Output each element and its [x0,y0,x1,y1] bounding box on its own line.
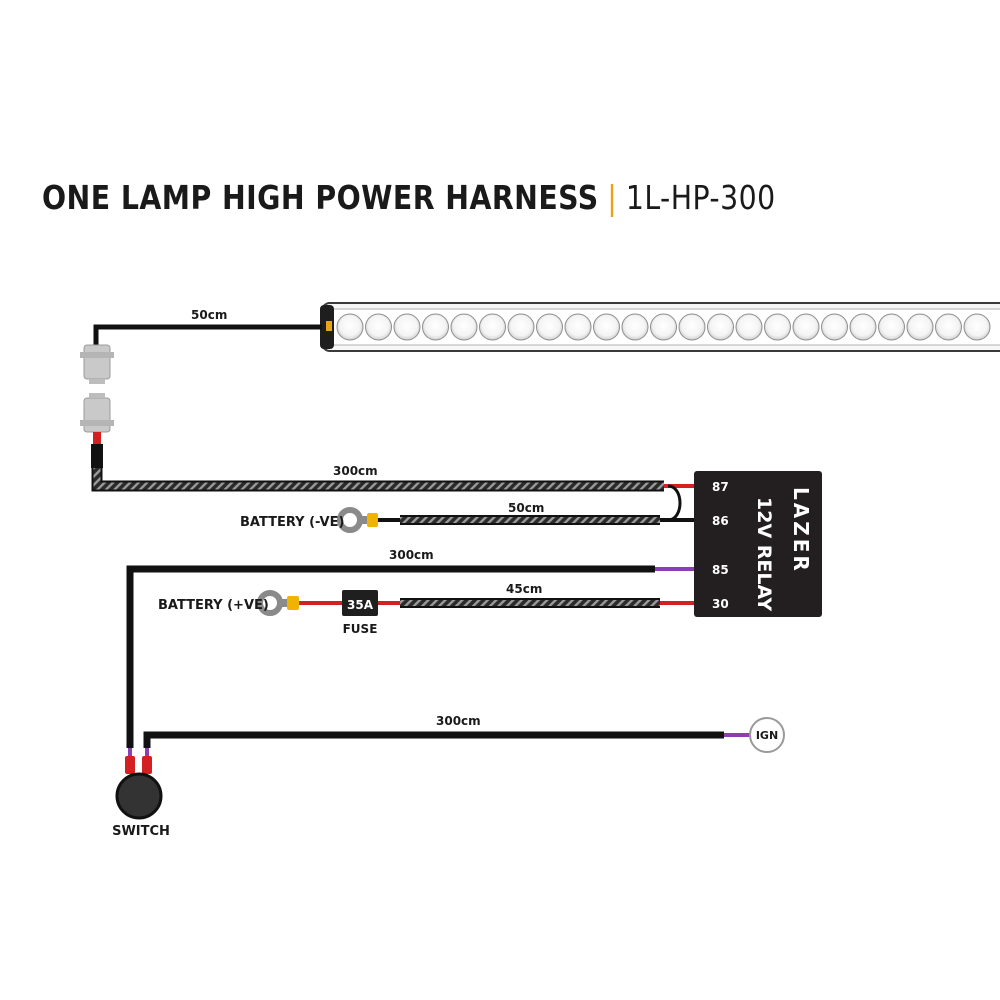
deutsch-connector [80,344,114,433]
switch-icon [115,748,163,820]
ignition-wire [143,731,724,748]
led-lens [878,313,905,341]
light-bar-icon [320,302,1000,352]
ring-terminal-icon [257,590,299,616]
fuse-icon [342,590,378,616]
ignition-terminal [749,717,785,753]
led-lens [707,313,734,341]
ignition-length: 300cm [436,714,481,728]
led-lens [365,313,392,341]
ground-jumper-wire [667,484,682,522]
led-lens [422,313,449,341]
title-main: ONE LAMP HIGH POWER HARNESS [42,178,599,217]
switch-label: SWITCH [112,824,170,839]
relay-pin-30: 30 [712,597,729,611]
led-lens [935,313,962,341]
led-lens [507,313,535,341]
battery-pos-label: BATTERY (+VE) [158,598,269,613]
lamp-lead-wire [93,324,322,345]
led-lens [393,313,421,341]
led-lens [963,313,991,341]
light-bar-leds [336,313,991,341]
led-lens [764,313,791,341]
relay-pin-85: 85 [712,563,729,577]
led-lens [336,313,364,341]
battery-pos-length: 45cm [506,582,542,596]
relay-pin-87: 87 [712,480,729,494]
battery-neg-label: BATTERY (-VE) [240,515,344,530]
led-lens [450,313,478,341]
connector-red-wire [93,432,101,444]
led-lens [479,313,506,341]
relay-pin-86: 86 [712,514,729,528]
led-lens [678,313,706,341]
led-lens [621,313,649,341]
led-lens [906,313,934,341]
led-lens [650,313,677,341]
relay-brand-logo: LAZER [789,487,813,574]
led-lens [792,313,820,341]
page-title: ONE LAMP HIGH POWER HARNESS|1L-HP-300 [42,178,776,217]
relay-85-length: 300cm [389,548,434,562]
relay-label: 12V RELAY [753,497,775,611]
led-lens [593,313,620,341]
title-code: 1L-HP-300 [625,178,776,217]
title-separator: | [607,178,618,217]
lamp-lead-length: 50cm [191,308,227,322]
relay-87-sleeve [93,468,664,490]
relay-87-length: 300cm [333,464,378,478]
battery-neg-length: 50cm [508,501,544,515]
ring-terminal-icon [337,507,378,533]
led-lens [735,313,763,341]
led-lens [564,313,592,341]
relay-85-wire [126,565,655,748]
led-lens [821,313,848,341]
heat-shrink [91,444,103,468]
ignition-label: IGN [756,729,778,742]
led-lens [536,313,563,341]
led-lens [849,313,877,341]
relay-icon: 87 86 85 30 12V RELAY LAZER [694,471,822,617]
fuse-label: FUSE [343,622,378,636]
fuse-rating: 35A [347,598,374,612]
